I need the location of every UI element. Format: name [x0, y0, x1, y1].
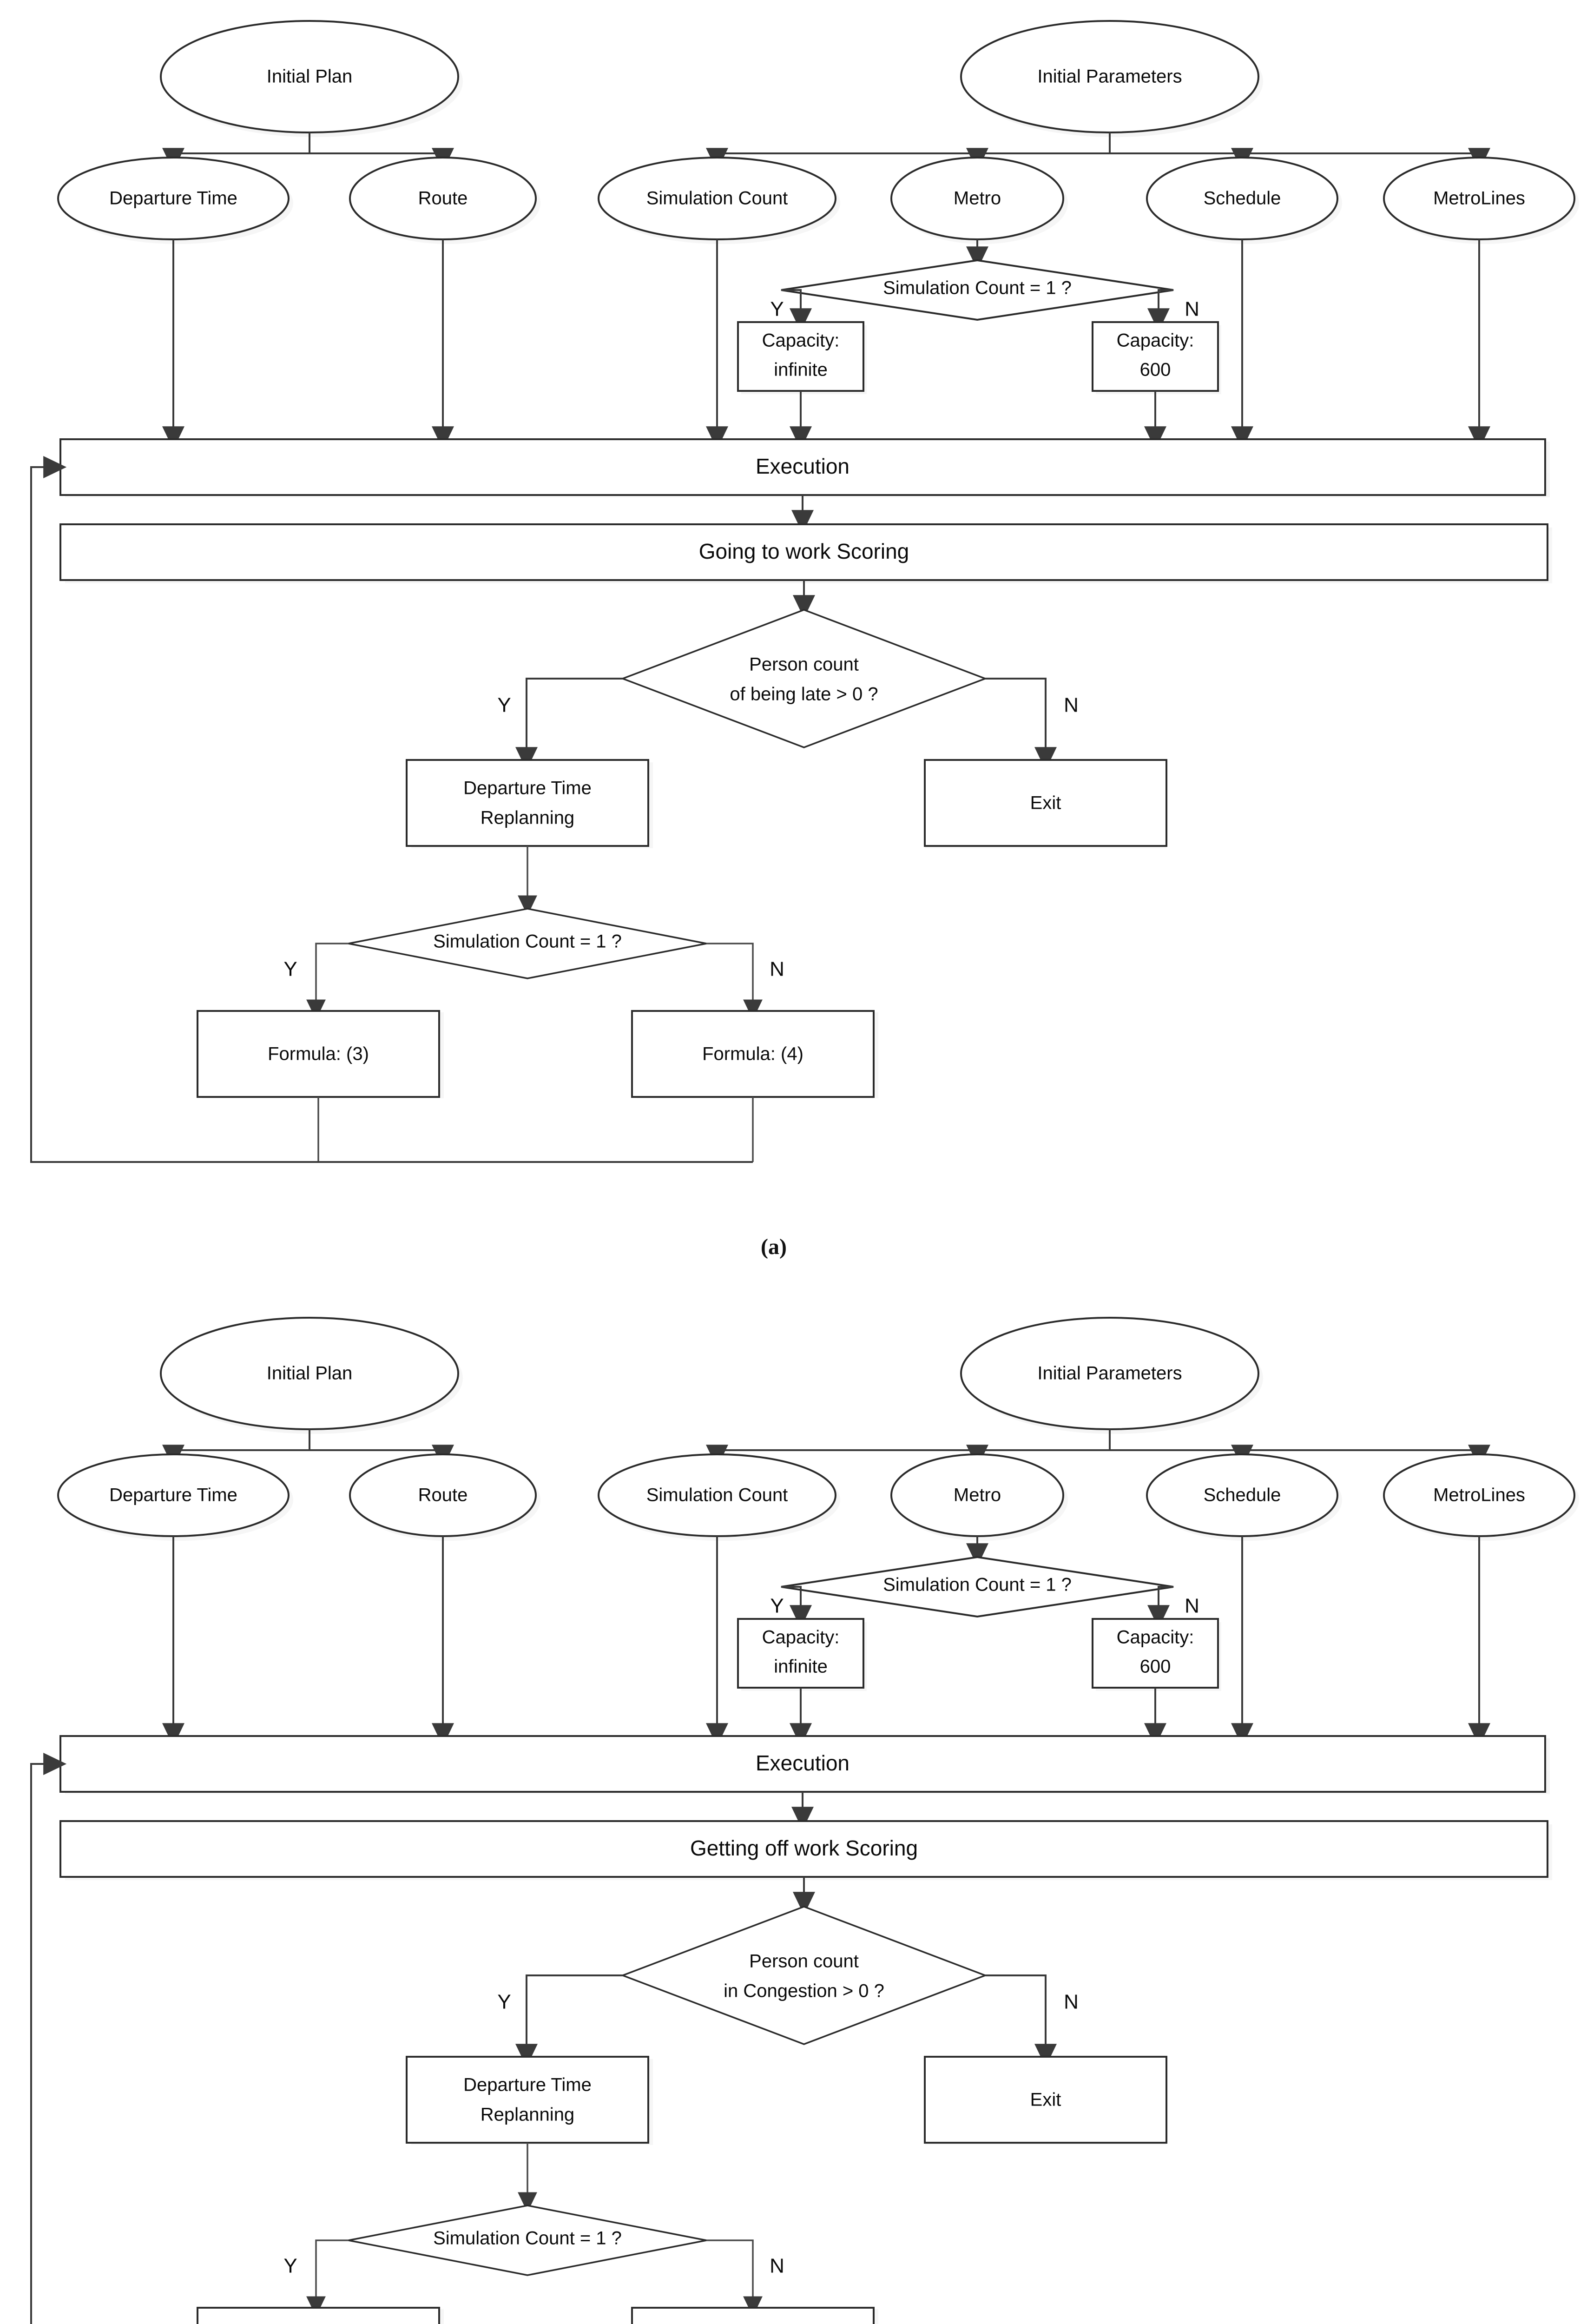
node-route-label: Route [418, 188, 468, 209]
label-yes-top: Y [770, 298, 784, 321]
node-schedule-label: Schedule [1204, 1485, 1281, 1505]
decision-simulation-count-top-label: Simulation Count = 1 ? [883, 1575, 1072, 1595]
decision-person-count-late-line1: Person count [749, 654, 859, 675]
node-metrolines-label: MetroLines [1433, 188, 1525, 209]
label-no-person: N [1064, 694, 1079, 717]
decision-person-count-congestion[interactable] [620, 1906, 988, 2045]
node-route-label: Route [418, 1485, 468, 1505]
label-yes-top: Y [770, 1595, 784, 1618]
box-departure-time-replanning-line1: Departure Time [463, 2075, 592, 2095]
box-branch-yes[interactable] [197, 2307, 440, 2324]
box-branch-yes[interactable] [197, 1010, 440, 1098]
box-departure-time-replanning-line1: Departure Time [463, 778, 592, 799]
box-exit[interactable] [924, 2056, 1167, 2144]
node-initial-plan-label: Initial Plan [267, 1363, 353, 1384]
box-capacity-600-line1: Capacity: [1117, 330, 1194, 351]
box-departure-time-replanning[interactable] [406, 2056, 649, 2144]
decision-simulation-count-top[interactable] [781, 1556, 1174, 1618]
box-departure-time-replanning[interactable] [406, 759, 649, 847]
label-yes-bottom: Y [283, 2255, 297, 2278]
node-departure-time-label: Departure Time [109, 188, 237, 209]
decision-person-count-congestion-line1: Person count [749, 1951, 859, 1972]
decision-simulation-count-bottom[interactable] [348, 908, 707, 979]
node-metro-label: Metro [954, 188, 1001, 209]
box-capacity-600-line2: 600 [1140, 360, 1171, 380]
box-branch-yes-label: Formula: (3) [268, 1044, 369, 1064]
label-yes-person: Y [497, 1991, 511, 2014]
box-exit-label: Exit [1030, 793, 1061, 813]
box-capacity-infinite-line2: infinite [774, 360, 828, 380]
decision-person-count-late[interactable] [620, 609, 988, 748]
node-initial-parameters-label: Initial Parameters [1037, 66, 1182, 87]
feedback-loop-edge [30, 456, 753, 1163]
box-branch-no-label: Formula: (4) [702, 1044, 803, 1064]
box-branch-no[interactable] [631, 1010, 875, 1098]
bar-scoring[interactable] [59, 523, 1548, 581]
caption-a: (a) [761, 1235, 787, 1259]
box-branch-no[interactable] [631, 2307, 875, 2324]
label-no-person: N [1064, 1991, 1079, 2014]
feedback-loop-edge [30, 1753, 67, 2324]
bar-execution[interactable] [59, 1735, 1546, 1793]
bar-scoring[interactable] [59, 1820, 1548, 1878]
decision-simulation-count-bottom-label: Simulation Count = 1 ? [433, 2228, 622, 2249]
decision-simulation-count-top-label: Simulation Count = 1 ? [883, 278, 1072, 298]
node-departure-time-label: Departure Time [109, 1485, 237, 1505]
flowchart-getting-off-work: Initial Plan Initial Parameters Departur… [30, 1317, 1579, 2324]
decision-simulation-count-bottom-label: Simulation Count = 1 ? [433, 931, 622, 952]
label-yes-person: Y [497, 694, 511, 717]
bar-execution-label: Execution [756, 1751, 849, 1775]
label-yes-bottom: Y [283, 958, 297, 981]
node-initial-parameters-label: Initial Parameters [1037, 1363, 1182, 1384]
label-no-bottom: N [770, 958, 784, 981]
box-capacity-infinite-line1: Capacity: [762, 1627, 840, 1648]
decision-person-count-late-line2: of being late > 0 ? [730, 684, 878, 705]
flowchart-going-to-work: Initial Plan Initial Parameters Departur… [30, 20, 1575, 1163]
node-simulation-count-label: Simulation Count [646, 188, 788, 209]
bar-scoring-label: Getting off work Scoring [690, 1836, 918, 1860]
node-simulation-count-label: Simulation Count [646, 1485, 788, 1505]
decision-person-count-congestion-line2: in Congestion > 0 ? [724, 1981, 884, 2001]
box-capacity-infinite[interactable] [737, 1618, 864, 1689]
decision-simulation-count-top[interactable] [781, 259, 1174, 321]
box-exit[interactable] [924, 759, 1167, 847]
box-departure-time-replanning-line2: Replanning [481, 808, 574, 828]
box-departure-time-replanning-line2: Replanning [481, 2105, 574, 2125]
decision-simulation-count-bottom[interactable] [348, 2205, 707, 2276]
node-metrolines-label: MetroLines [1433, 1485, 1525, 1505]
box-capacity-infinite-line2: infinite [774, 1657, 828, 1677]
box-capacity-600-line1: Capacity: [1117, 1627, 1194, 1648]
node-metro-label: Metro [954, 1485, 1001, 1505]
bar-scoring-label: Going to work Scoring [699, 539, 909, 563]
box-capacity-infinite-line1: Capacity: [762, 330, 840, 351]
label-no-top: N [1185, 298, 1199, 321]
box-exit-label: Exit [1030, 2090, 1061, 2110]
box-capacity-600[interactable] [1092, 1618, 1219, 1689]
node-schedule-label: Schedule [1204, 188, 1281, 209]
node-initial-plan-label: Initial Plan [267, 66, 353, 87]
label-no-bottom: N [770, 2255, 784, 2278]
label-no-top: N [1185, 1595, 1199, 1618]
box-capacity-600-line2: 600 [1140, 1657, 1171, 1677]
bar-execution-label: Execution [756, 454, 849, 478]
